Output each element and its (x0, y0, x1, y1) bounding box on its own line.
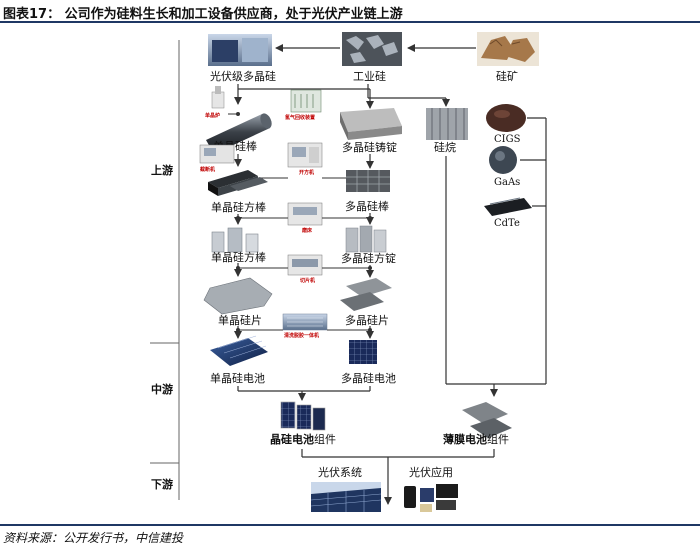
label-poly-ingot: 多晶硅铸锭 (342, 140, 397, 154)
squaring-image (287, 142, 323, 168)
figure-title: 图表17： 公司作为硅料生长和加工设备供应商，处于光伏产业链上游 (3, 7, 403, 22)
mono-wafer-image (203, 277, 273, 315)
label-poly-wafer: 多晶硅片 (345, 313, 389, 327)
label-cleaning: 清洗脱胶一体机 (284, 332, 319, 339)
section-midstream: 中游 (151, 382, 173, 396)
label-gaas: GaAs (494, 177, 520, 188)
crystalline-module-image (280, 401, 326, 431)
gas-recovery-image (290, 89, 322, 113)
label-silicon-ore: 硅矿 (496, 70, 518, 83)
label-mono-square-rod-1: 单晶硅方棒 (211, 200, 266, 214)
slicing-image (287, 254, 323, 276)
poly-cell-image (349, 340, 377, 364)
poly-wafer-image (340, 278, 392, 311)
label-cigs: CIGS (494, 134, 521, 145)
label-crystalline-module-prefix: 晶硅电池 (270, 432, 314, 446)
source-note: 资料来源：公开发行书，中信建投 (3, 531, 184, 545)
poly-square-ingot-image (345, 225, 387, 253)
mono-square-rod-2-image (211, 227, 259, 253)
bottom-rule (0, 524, 700, 526)
label-crystalline-module-suffix: 组件 (314, 432, 336, 446)
label-gas-recovery: 氢气回收装置 (285, 114, 315, 121)
poly-rod-image (346, 170, 390, 192)
label-squaring: 开方机 (299, 169, 314, 176)
label-furnace: 单晶炉 (205, 112, 220, 119)
label-thin-film-module: 薄膜电池组件 (443, 432, 509, 446)
label-grinding: 磨床 (301, 227, 313, 234)
pv-application-image (404, 484, 458, 512)
label-mono-wafer: 单晶硅片 (218, 314, 262, 327)
furnace-image (211, 86, 225, 109)
pv-polysilicon-image (208, 34, 272, 66)
section-downstream: 下游 (151, 477, 173, 491)
silicon-ore-image (477, 32, 539, 66)
poly-ingot-image (340, 108, 402, 140)
label-poly-cell: 多晶硅电池 (341, 371, 396, 385)
label-industrial-silicon: 工业硅 (353, 70, 386, 83)
grinding-image (287, 202, 323, 226)
label-mono-square-rod-2: 单晶硅方棒 (211, 250, 266, 264)
label-crystalline-module: 晶硅电池组件 (270, 432, 336, 446)
mono-cell-image (210, 335, 268, 366)
label-mono-cell: 单晶硅电池 (210, 372, 265, 385)
label-cdte: CdTe (494, 218, 520, 229)
label-pv-application: 光伏应用 (409, 465, 453, 479)
label-pv-polysilicon: 光伏级多晶硅 (210, 69, 276, 83)
cutting-image (199, 144, 235, 164)
label-cutting: 截断机 (200, 166, 215, 173)
cleaning-image (282, 313, 328, 331)
section-upstream: 上游 (151, 163, 173, 177)
label-slicing: 切片机 (300, 277, 315, 284)
industrial-silicon-image (342, 32, 402, 66)
label-thin-film-module-suffix: 组件 (487, 432, 509, 446)
label-silane: 硅烷 (434, 140, 456, 154)
top-rule (0, 21, 700, 23)
gaas-image (489, 146, 517, 174)
cdte-image (484, 197, 532, 216)
label-thin-film-module-prefix: 薄膜电池 (443, 432, 487, 446)
mono-square-rod-image (208, 170, 268, 196)
cigs-image (486, 104, 526, 132)
label-pv-system: 光伏系统 (318, 465, 362, 479)
thin-film-module-image (462, 402, 512, 438)
mono-rod-image (206, 113, 272, 154)
label-poly-square-ingot: 多晶硅方锭 (341, 251, 396, 265)
pv-system-image (310, 482, 382, 512)
label-poly-rod: 多晶硅棒 (345, 199, 389, 213)
silane-image (426, 108, 468, 140)
